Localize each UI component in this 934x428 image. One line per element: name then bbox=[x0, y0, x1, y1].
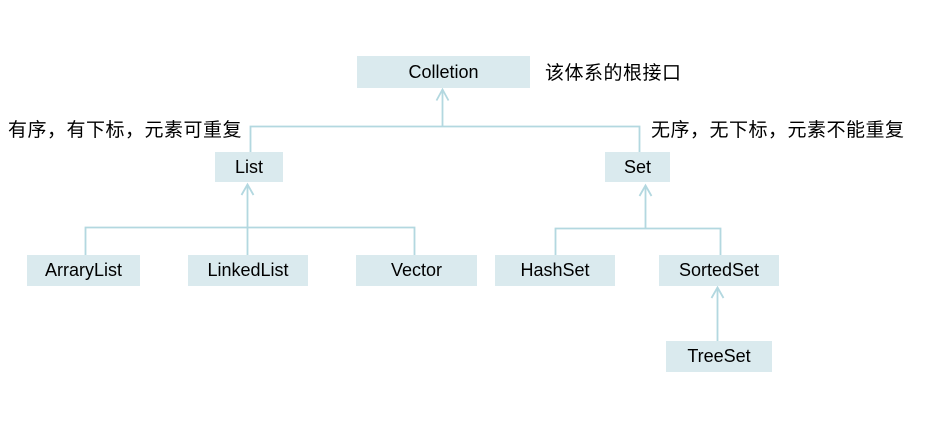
node-set: Set bbox=[605, 152, 670, 182]
node-collection: Colletion bbox=[357, 56, 530, 88]
note-set-properties: 无序，无下标，元素不能重复 bbox=[651, 119, 905, 141]
edge-collection-arrowhead bbox=[435, 87, 450, 101]
node-sortedset: SortedSet bbox=[659, 255, 779, 286]
note-root-interface: 该体系的根接口 bbox=[545, 62, 682, 84]
edge-list-children-bracket bbox=[84, 226, 416, 255]
node-arrarylist: ArraryList bbox=[27, 255, 140, 286]
edge-set-arrowhead bbox=[638, 183, 653, 197]
node-vector: Vector bbox=[356, 255, 477, 286]
edge-set-children-bracket bbox=[554, 227, 722, 255]
edge-list-arrowhead bbox=[240, 182, 255, 196]
note-list-properties: 有序，有下标，元素可重复 bbox=[8, 119, 243, 141]
node-linkedlist: LinkedList bbox=[188, 255, 308, 286]
node-treeset: TreeSet bbox=[666, 341, 772, 372]
edge-collection-children-bracket bbox=[249, 125, 641, 153]
edge-treeset-arrowhead bbox=[710, 285, 725, 299]
node-list: List bbox=[215, 152, 283, 182]
node-hashset: HashSet bbox=[495, 255, 615, 286]
